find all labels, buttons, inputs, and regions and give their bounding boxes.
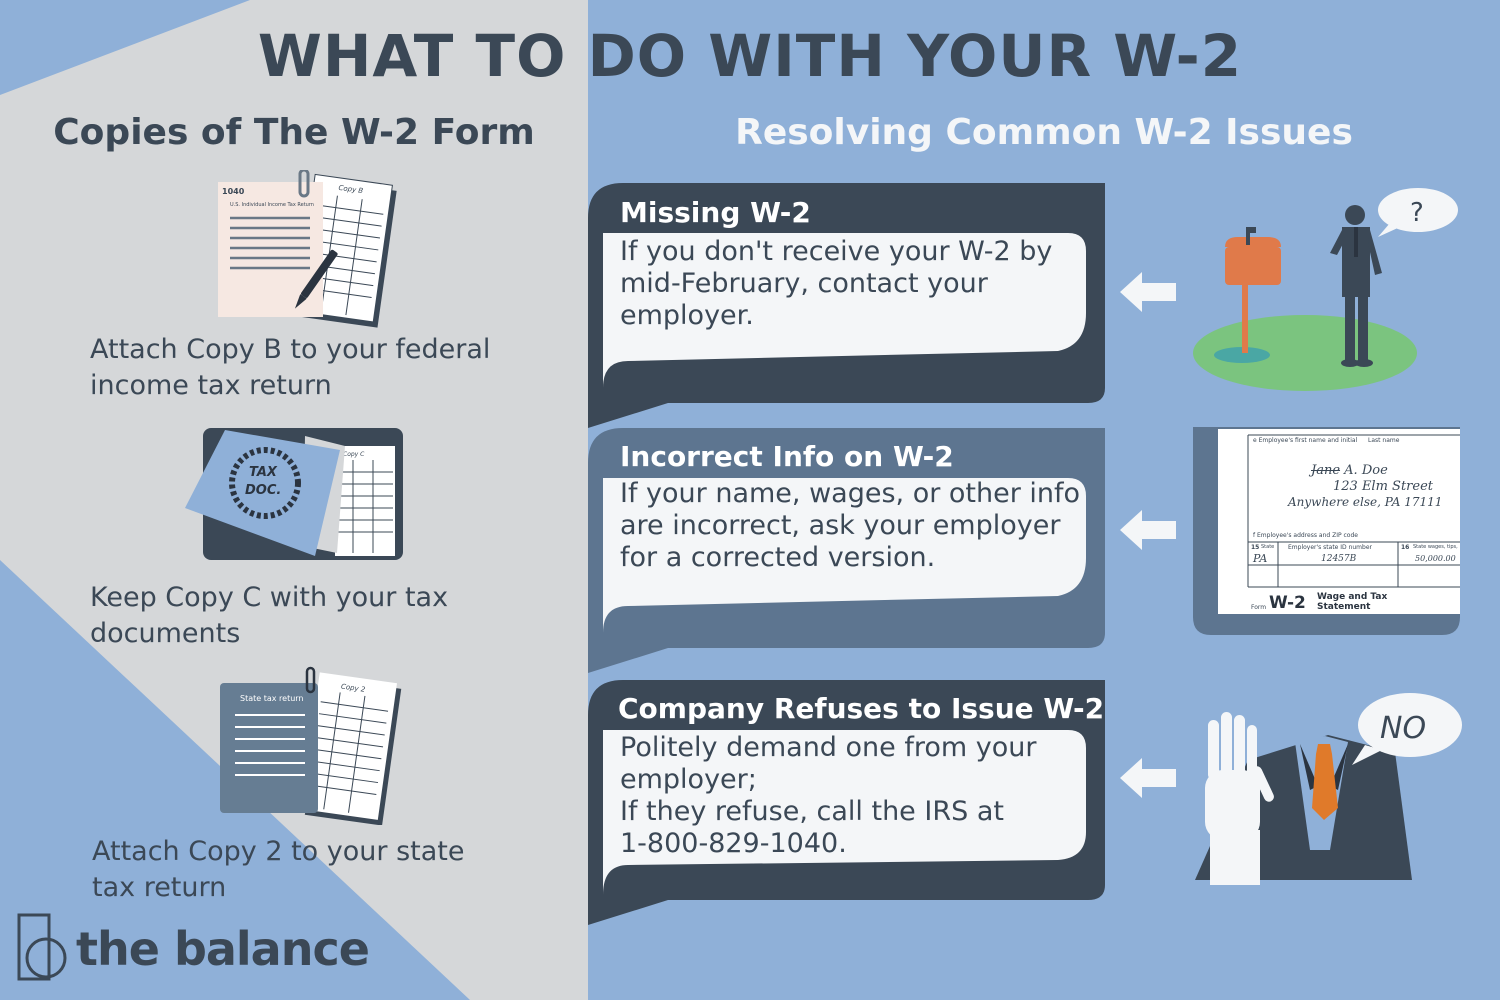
company-refuses-title: Company Refuses to Issue W-2 bbox=[618, 692, 1105, 725]
w2-val-id: 12457B bbox=[1321, 554, 1357, 564]
w2-label-e: e Employee's first name and initial bbox=[1253, 437, 1358, 444]
left-section-heading: Copies of The W-2 Form bbox=[53, 112, 535, 153]
copy-2-instruction: Attach Copy 2 to your state tax return bbox=[92, 836, 465, 903]
copy-b-label: Copy B bbox=[338, 184, 364, 195]
company-refuses-body: Politely demand one from your employer; … bbox=[620, 732, 1037, 859]
no-speech-bubble: NO bbox=[1352, 693, 1462, 765]
empty-mailbox-illustration: ? bbox=[1193, 188, 1458, 391]
w2-label-state-wages: State wages, tips, bbox=[1413, 544, 1458, 550]
refusing-businessman-illustration: NO bbox=[1195, 693, 1462, 885]
w2-label-state-id: Employer's state ID number bbox=[1288, 544, 1372, 551]
w2-city: Anywhere else, PA 17111 bbox=[1288, 495, 1443, 509]
arrow-left-icon bbox=[1120, 510, 1176, 550]
w2-street: 123 Elm Street bbox=[1333, 479, 1434, 494]
incorrect-info-body: If your name, wages, or other info are i… bbox=[620, 478, 1081, 573]
company-refuses-bubble bbox=[588, 680, 1105, 925]
w2-form-snippet: e Employee's first name and initial Last… bbox=[1193, 427, 1460, 635]
w2-form-word: Form bbox=[1251, 604, 1267, 611]
w2-form-name: W-2 bbox=[1269, 593, 1306, 613]
missing-w2-bubble bbox=[588, 183, 1105, 428]
form-1040-label: 1040 bbox=[222, 187, 245, 196]
arrow-left-icon bbox=[1120, 272, 1176, 312]
no-speech-text: NO bbox=[1380, 711, 1426, 746]
right-section-heading: Resolving Common W-2 Issues bbox=[735, 112, 1353, 153]
w2-struck-name: Jane bbox=[1311, 463, 1341, 478]
arrow-left-icon bbox=[1120, 758, 1176, 798]
missing-w2-title: Missing W-2 bbox=[620, 196, 811, 229]
copy-b-instruction: Attach Copy B to your federal income tax… bbox=[90, 334, 491, 401]
w2-val-state: PA bbox=[1253, 552, 1268, 565]
form-1040-subtitle: U.S. Individual Income Tax Return bbox=[230, 202, 314, 208]
question-mark: ? bbox=[1410, 198, 1424, 228]
w2-label-15: 15 bbox=[1251, 544, 1260, 551]
question-speech-bubble: ? bbox=[1378, 188, 1458, 237]
w2-label-state: State bbox=[1261, 544, 1275, 550]
brand-name: the balance bbox=[76, 922, 370, 976]
folder-stamp-tax: TAX bbox=[249, 465, 278, 480]
copy-c-label: Copy C bbox=[343, 451, 365, 458]
state-return-title: State tax return bbox=[240, 694, 304, 703]
copy-2-documents-illustration: Copy 2 State tax return bbox=[220, 666, 402, 825]
incorrect-info-bubble bbox=[588, 428, 1105, 673]
the-balance-logo-icon bbox=[17, 913, 67, 981]
copy-2-label: Copy 2 bbox=[340, 683, 366, 694]
folder-stamp-doc: DOC. bbox=[245, 483, 281, 498]
w2-label-16: 16 bbox=[1401, 544, 1410, 551]
w2-label-last: Last name bbox=[1368, 437, 1400, 444]
missing-w2-body: If you don't receive your W-2 by mid-Feb… bbox=[620, 236, 1053, 331]
copy-b-documents-illustration: Copy B 1040 U.S. Individual Income Tax R… bbox=[218, 170, 397, 328]
w2-name-rest: A. Doe bbox=[1344, 463, 1388, 478]
copy-c-instruction: Keep Copy C with your tax documents bbox=[90, 582, 449, 649]
w2-val-wages: 50,000.00 bbox=[1415, 554, 1456, 563]
w2-label-f: f Employee's address and ZIP code bbox=[1253, 532, 1358, 539]
w2-form-desc: Wage and Tax Statement bbox=[1317, 592, 1388, 612]
tax-doc-folder-illustration: Copy C TAX DOC. bbox=[185, 428, 403, 560]
incorrect-info-title: Incorrect Info on W-2 bbox=[620, 440, 954, 473]
page-title: WHAT TO DO WITH YOUR W-2 bbox=[257, 22, 1243, 90]
